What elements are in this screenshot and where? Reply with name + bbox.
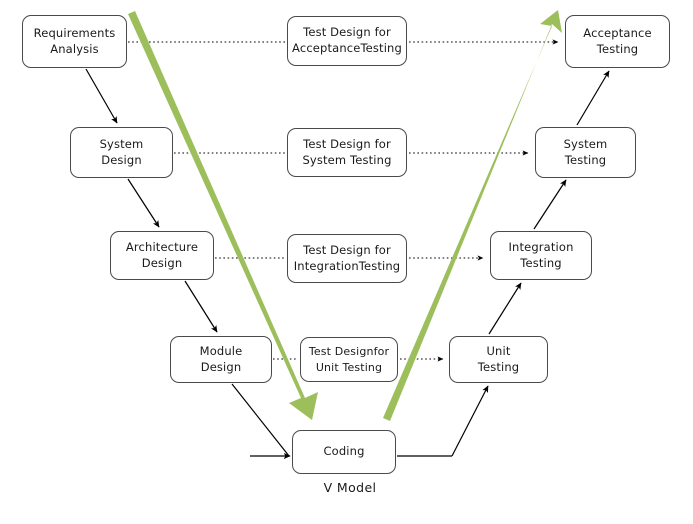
node-test-design-unit[interactable]: Test Designfor Unit Testing xyxy=(300,337,398,382)
green-v-arrows xyxy=(128,10,562,421)
diagram-caption: V Model xyxy=(323,480,377,495)
node-label-test-design-unit: Test Designfor Unit Testing xyxy=(308,345,390,374)
node-label-architecture-design: Architecture Design xyxy=(125,239,199,270)
green-arrow-up-icon xyxy=(383,10,562,421)
arrow-systemtesting-to-acceptancetesting xyxy=(576,70,610,126)
node-label-module-design: Module Design xyxy=(199,343,243,374)
dotted-connectors xyxy=(128,39,559,362)
node-integration-testing[interactable]: Integration Testing xyxy=(490,231,592,280)
arrow-coding-to-unittesting-seg2 xyxy=(451,385,489,457)
arrow-sysdesign-to-archdesign xyxy=(127,178,160,228)
node-label-coding: Coding xyxy=(323,444,365,459)
node-module-design[interactable]: Module Design xyxy=(170,336,272,383)
node-label-acceptance-testing: Acceptance Testing xyxy=(583,25,652,56)
green-arrow-down-icon xyxy=(128,11,318,420)
node-label-system-testing: System Testing xyxy=(563,136,608,167)
node-unit-testing[interactable]: Unit Testing xyxy=(449,336,548,383)
node-system-testing[interactable]: System Testing xyxy=(535,127,636,178)
node-system-design[interactable]: System Design xyxy=(70,127,173,178)
node-test-design-system[interactable]: Test Design for System Testing xyxy=(287,128,407,177)
node-test-design-acceptance[interactable]: Test Design for AcceptanceTesting xyxy=(287,16,407,66)
node-label-requirements-analysis: Requirements Analysis xyxy=(33,25,116,56)
node-label-integration-testing: Integration Testing xyxy=(508,239,574,270)
node-requirements-analysis[interactable]: Requirements Analysis xyxy=(22,15,127,68)
node-label-test-design-integration: Test Design for IntegrationTesting xyxy=(293,242,401,273)
node-label-test-design-system: Test Design for System Testing xyxy=(302,136,392,167)
solid-connectors xyxy=(85,68,610,460)
arrow-archdesign-to-moduledesign xyxy=(184,280,218,333)
node-acceptance-testing[interactable]: Acceptance Testing xyxy=(565,15,670,68)
arrow-req-to-sysdesign xyxy=(85,68,118,124)
node-label-unit-testing: Unit Testing xyxy=(477,343,520,374)
node-architecture-design[interactable]: Architecture Design xyxy=(110,231,214,280)
node-coding[interactable]: Coding xyxy=(292,430,396,474)
node-label-system-design: System Design xyxy=(99,136,144,167)
node-test-design-integration[interactable]: Test Design for IntegrationTesting xyxy=(287,234,407,283)
arrow-integrationtesting-to-systemtesting xyxy=(533,179,567,230)
node-label-test-design-acceptance: Test Design for AcceptanceTesting xyxy=(292,25,402,55)
arrow-moduledesign-to-coding xyxy=(231,383,290,457)
arrow-unittesting-to-integrationtesting xyxy=(488,282,522,335)
